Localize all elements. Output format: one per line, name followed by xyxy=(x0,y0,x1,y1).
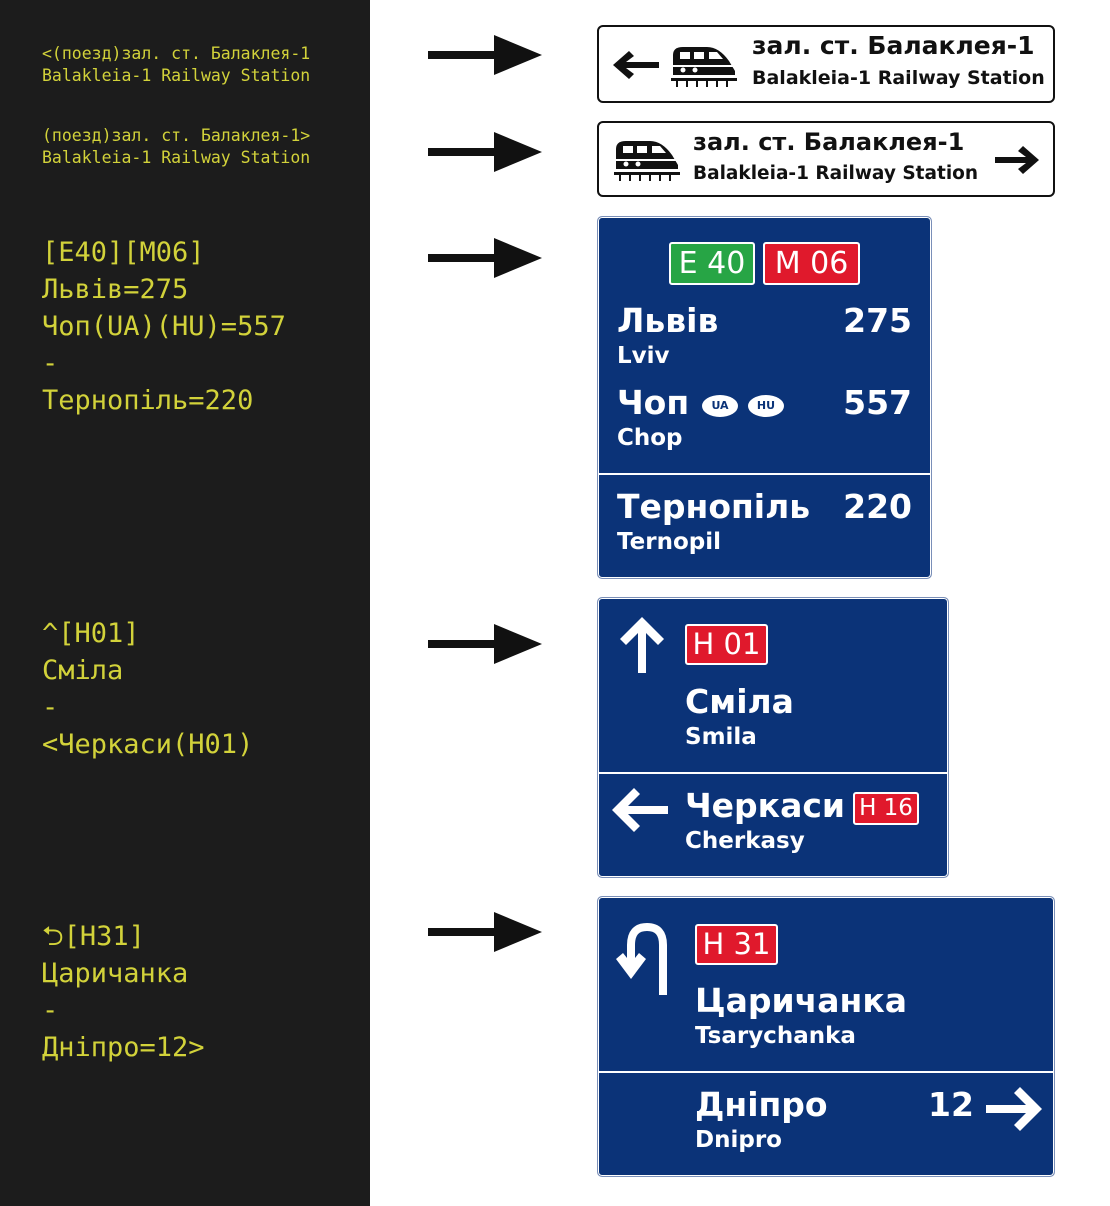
code-line: - xyxy=(42,995,59,1026)
sign-divider xyxy=(598,772,948,774)
direction-sign-smila: H 01 Сміла Smila Черкаси H 16 Cherkasy xyxy=(597,597,949,878)
rail-station-sign-right: зал. ст. Балаклея-1 Balakleia-1 Railway … xyxy=(597,121,1055,197)
direction-sign-lviv: E 40 M 06 Львів Lviv 275 Чоп UA HU Chop … xyxy=(597,216,932,579)
destination-latin: Ternopil xyxy=(617,529,721,555)
destination-name: Тернопіль xyxy=(617,487,811,526)
distance: 557 xyxy=(843,383,912,422)
country-badge-hu: HU xyxy=(748,395,784,417)
destination-name: Львів xyxy=(617,301,719,340)
sign-subtitle: Balakleia-1 Railway Station xyxy=(752,67,1045,89)
conversion-arrow-icon xyxy=(428,624,542,664)
destination-name: Сміла xyxy=(685,682,794,721)
code-line: Balakleia-1 Railway Station xyxy=(42,66,311,85)
code-line: Дніпро=12> xyxy=(42,1032,205,1063)
distance: 275 xyxy=(843,301,912,340)
code-example-rail-left: <(поезд)зал. ст. Балаклея-1 Balakleia-1 … xyxy=(42,43,310,87)
sign-divider xyxy=(598,473,931,475)
sign-subtitle: Balakleia-1 Railway Station xyxy=(693,163,979,184)
destination-name: Чоп xyxy=(617,383,690,422)
distance: 220 xyxy=(843,487,912,526)
u-turn-icon xyxy=(616,922,667,995)
code-line: ^[H01] xyxy=(42,618,140,649)
conversion-arrow-icon xyxy=(428,35,542,75)
destination-name: Черкаси xyxy=(685,786,846,825)
arrow-up-icon xyxy=(620,617,664,673)
code-panel: <(поезд)зал. ст. Балаклея-1 Balakleia-1 … xyxy=(0,0,370,1206)
conversion-arrow-icon xyxy=(428,132,542,172)
conversion-arrow-icon xyxy=(428,912,542,952)
code-example-rail-right: (поезд)зал. ст. Балаклея-1> Balakleia-1 … xyxy=(42,125,310,169)
destination-name: Дніпро xyxy=(695,1085,828,1124)
destination-latin: Cherkasy xyxy=(685,828,805,854)
route-badge-m06: M 06 xyxy=(763,242,860,285)
code-line: - xyxy=(42,692,59,723)
sign-title: зал. ст. Балаклея-1 xyxy=(752,31,1035,60)
destination-latin: Tsarychanka xyxy=(695,1023,856,1049)
code-line: Сміла xyxy=(42,655,124,686)
country-badge-ua: UA xyxy=(702,395,738,417)
arrow-left-icon xyxy=(613,51,659,79)
code-line: Тернопіль=220 xyxy=(42,385,254,416)
code-line: <(поезд)зал. ст. Балаклея-1 xyxy=(42,44,311,63)
code-line: Balakleia-1 Railway Station xyxy=(42,148,311,167)
sign-divider xyxy=(598,1071,1054,1073)
route-badge-h01: H 01 xyxy=(685,624,768,665)
sign-title: зал. ст. Балаклея-1 xyxy=(693,128,965,156)
arrow-right-icon xyxy=(995,146,1039,174)
code-example-smila: ^[H01] Сміла - <Черкаси(H01) xyxy=(42,615,253,763)
route-badge-h31: H 31 xyxy=(695,924,778,965)
code-line: Львів=275 xyxy=(42,274,189,305)
direction-sign-tsarychanka: H 31 Царичанка Tsarychanka Дніпро Dnipro… xyxy=(597,896,1055,1177)
route-badge-h16: H 16 xyxy=(853,792,919,825)
rail-station-sign-left: зал. ст. Балаклея-1 Balakleia-1 Railway … xyxy=(597,25,1055,103)
code-line: (поезд)зал. ст. Балаклея-1> xyxy=(42,126,311,145)
code-example-lviv: [E40][M06] Львів=275 Чоп(UA)(HU)=557 - Т… xyxy=(42,234,286,419)
code-line: <Черкаси(H01) xyxy=(42,729,254,760)
code-line: ⮌[H31] xyxy=(42,921,145,952)
arrow-right-icon xyxy=(986,1087,1042,1131)
conversion-arrow-icon xyxy=(428,238,542,278)
code-line: Царичанка xyxy=(42,958,189,989)
code-line: [E40][M06] xyxy=(42,237,205,268)
destination-name: Царичанка xyxy=(695,981,908,1020)
code-line: Чоп(UA)(HU)=557 xyxy=(42,311,286,342)
arrow-left-icon xyxy=(612,788,668,832)
destination-latin: Chop xyxy=(617,425,683,451)
destination-latin: Lviv xyxy=(617,343,670,369)
route-badge-e40: E 40 xyxy=(669,242,755,285)
distance: 12 xyxy=(928,1085,974,1124)
destination-latin: Smila xyxy=(685,724,757,750)
code-line: - xyxy=(42,348,59,379)
destination-latin: Dnipro xyxy=(695,1127,782,1153)
train-icon xyxy=(614,141,680,181)
train-icon xyxy=(671,47,737,87)
code-example-tsarychanka: ⮌[H31] Царичанка - Дніпро=12> xyxy=(42,918,205,1066)
